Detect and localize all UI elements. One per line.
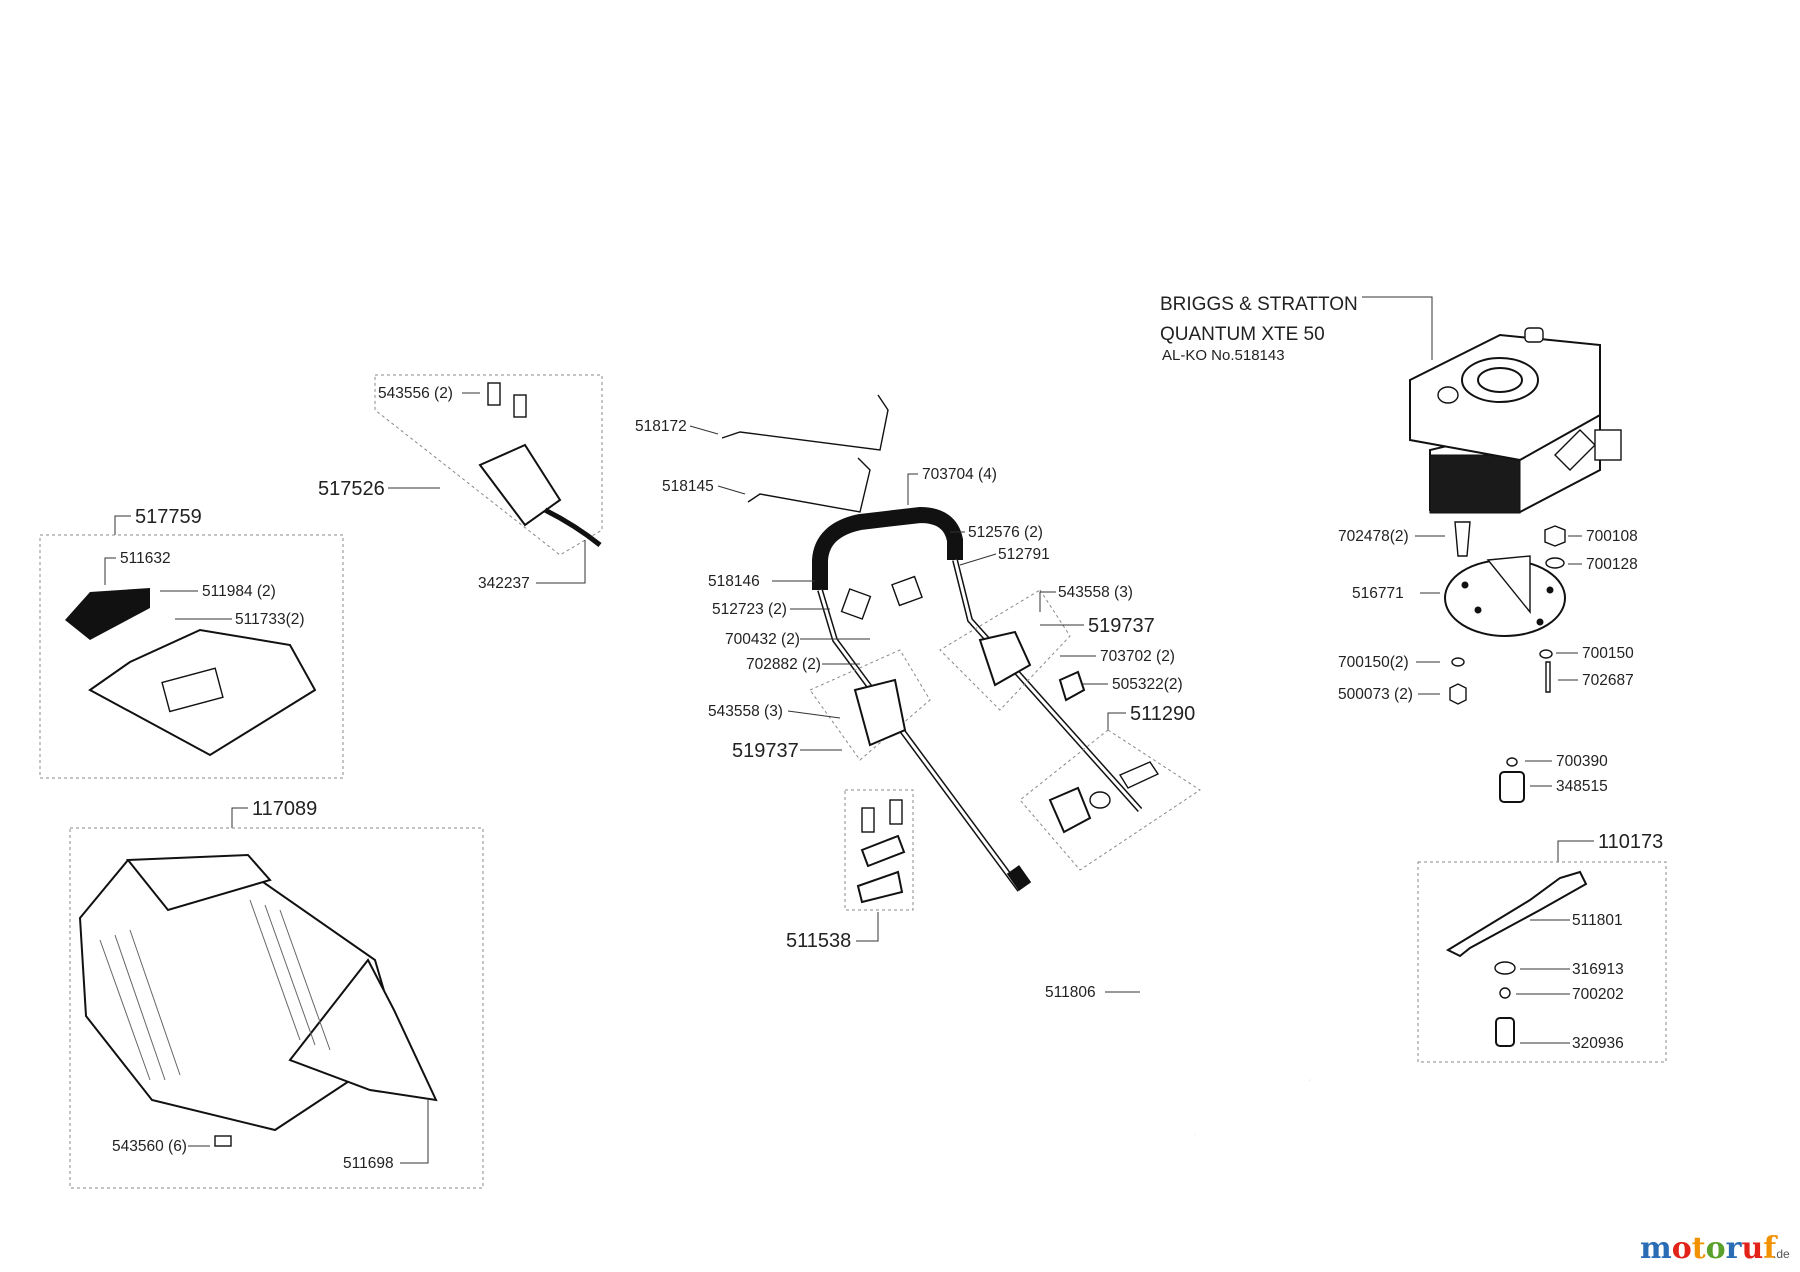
- watermark-logo: motoruf: [1640, 1231, 1778, 1266]
- label-511733: 511733(2): [235, 611, 305, 628]
- label-511801: 511801: [1572, 912, 1623, 929]
- adjuster-left: [853, 678, 907, 747]
- label-518146: 518146: [708, 573, 760, 590]
- label-519737-right: 519737: [1088, 615, 1155, 637]
- label-543558-right: 543558 (3): [1058, 584, 1133, 601]
- label-702478: 702478(2): [1338, 528, 1409, 545]
- lower-handle-group: 511806: [1045, 915, 1313, 1136]
- label-512791: 512791: [998, 546, 1050, 563]
- label-700128: 700128: [1586, 556, 1638, 573]
- watermark-tld: .de: [1773, 1247, 1790, 1261]
- label-700150: 700150: [1582, 645, 1634, 662]
- label-543560: 543560 (6): [112, 1138, 187, 1155]
- label-511632: 511632: [120, 550, 171, 567]
- engine-part-number: AL-KO No.518143: [1162, 347, 1285, 364]
- engine-group: BRIGGS & STRATTON QUANTUM XTE 50 AL-KO N…: [1160, 294, 1622, 514]
- engine-leader: [1362, 296, 1433, 360]
- kit-511538-group: 511538: [786, 789, 914, 952]
- throttle-group: 543556 (2) 517526 342237: [318, 374, 603, 592]
- lower-handle: [1173, 917, 1311, 1136]
- label-543558-left: 543558 (3): [708, 703, 783, 720]
- label-703704: 703704 (4): [922, 466, 997, 483]
- blade-kit-box: [1417, 861, 1667, 1063]
- upper-handle-group: 518146 512576 (2) 512791: [708, 506, 1143, 892]
- label-516771: 516771: [1352, 585, 1404, 602]
- label-700432: 700432 (2): [725, 631, 800, 648]
- bolt-icon: [1454, 521, 1471, 557]
- engine-name-line2: QUANTUM XTE 50: [1160, 324, 1325, 345]
- cable-bails-group: 518172 518145 703704 (4): [635, 394, 997, 513]
- catcher-kit-box: [69, 827, 484, 1189]
- label-110173: 110173: [1598, 831, 1663, 853]
- label-511984: 511984 (2): [202, 583, 276, 600]
- label-500073: 500073 (2): [1338, 686, 1413, 703]
- label-543556: 543556 (2): [378, 385, 453, 402]
- cover-group: 517759 511632 511984 (2) 511733(2): [39, 506, 344, 779]
- label-700202: 700202: [1572, 986, 1624, 1003]
- label-511698: 511698: [343, 1155, 394, 1172]
- label-517759: 517759: [135, 506, 202, 528]
- label-519737-left: 519737: [732, 740, 799, 762]
- label-512723: 512723 (2): [712, 601, 787, 618]
- engine-illustration: [1409, 327, 1622, 514]
- engine-mount-group: 702478(2) 700108 700128 516771 700150(2)…: [1338, 521, 1638, 705]
- blade-adapter-group: 700390 348515: [1499, 753, 1608, 803]
- label-703702: 703702 (2): [1100, 648, 1175, 665]
- label-702687: 702687: [1582, 672, 1634, 689]
- label-700150-2: 700150(2): [1338, 654, 1409, 671]
- label-511538: 511538: [786, 930, 851, 952]
- kit-511290-group: 511290: [1019, 703, 1201, 871]
- label-518145: 518145: [662, 478, 714, 495]
- label-512576: 512576 (2): [968, 524, 1043, 541]
- adjuster-right-group: 543558 (3) 519737 703702 (2) 505322(2): [939, 584, 1183, 711]
- label-511806: 511806: [1045, 984, 1096, 1001]
- label-342237: 342237: [478, 575, 530, 592]
- handle-small-parts: 512723 (2) 700432 (2) 702882 (2): [712, 575, 923, 673]
- label-117089: 117089: [252, 798, 317, 820]
- engine-name-line1: BRIGGS & STRATTON: [1160, 294, 1358, 315]
- label-505322: 505322(2): [1112, 676, 1183, 693]
- label-700108: 700108: [1586, 528, 1638, 545]
- grass-catcher-group: 117089 543560 (6) 511698: [69, 798, 484, 1189]
- label-511290: 511290: [1130, 703, 1195, 725]
- label-517526: 517526: [318, 478, 385, 500]
- nut-icon: [1544, 525, 1566, 547]
- label-518172: 518172: [635, 418, 687, 435]
- cover-kit-box: [39, 534, 344, 779]
- washer-icon: [1545, 557, 1565, 569]
- throttle-lever: [478, 443, 562, 527]
- blade: [1445, 870, 1588, 958]
- adjuster-left-group: 543558 (3) 519737: [708, 649, 931, 762]
- adjuster-right: [978, 630, 1032, 687]
- label-702882: 702882 (2): [746, 656, 821, 673]
- label-320936: 320936: [1572, 1035, 1624, 1052]
- watermark: motoruf .de: [1640, 1231, 1790, 1266]
- label-316913: 316913: [1572, 961, 1624, 978]
- label-700390: 700390: [1556, 753, 1608, 770]
- label-348515: 348515: [1556, 778, 1608, 795]
- knob: [1058, 670, 1086, 702]
- blade-kit-group: 110173 511801 316913 700202 320936: [1417, 831, 1667, 1063]
